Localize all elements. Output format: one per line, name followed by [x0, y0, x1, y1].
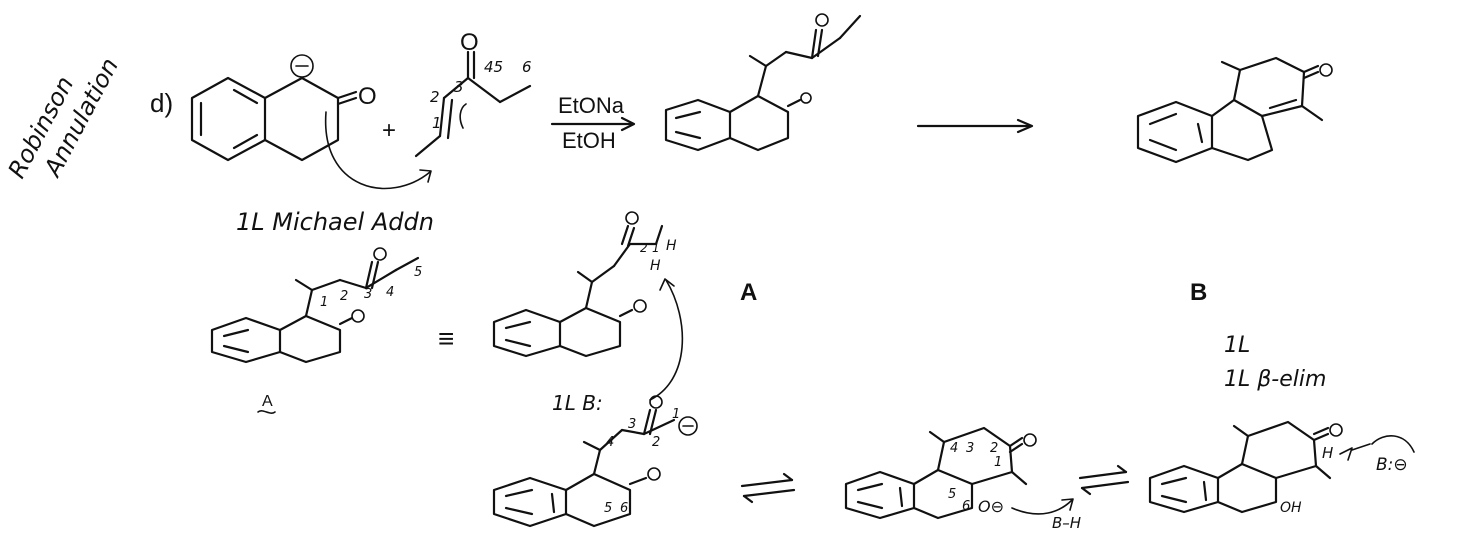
enolate-num-4: 4: [606, 435, 614, 450]
side-label: Robinson Annulation: [3, 53, 124, 182]
elim-note-1: 1L: [1224, 333, 1250, 358]
enone-num-2: 2: [430, 88, 440, 106]
equilibrium-arrow-2: [1078, 464, 1130, 496]
elimination-arrow: [1371, 435, 1415, 453]
intermediate-a-label: A: [262, 393, 273, 410]
product-b-label: B: [1190, 279, 1207, 306]
alkoxide-num-3: 3: [966, 441, 974, 456]
enolate-num-1: 1: [672, 407, 680, 422]
base-note: 1L B:: [552, 391, 603, 415]
a-num-4: 4: [386, 285, 394, 300]
product-a-label: A: [740, 279, 757, 306]
alkoxide-num-2: 2: [990, 441, 998, 456]
a-num-2: 2: [340, 289, 348, 304]
label-a-underline: [257, 410, 276, 414]
product-b-structure: [1136, 56, 1333, 164]
tetralone-structure: [190, 54, 358, 162]
equivalence-sign: ≡: [438, 323, 454, 354]
alpha-num-1: 1: [652, 241, 660, 255]
plus-sign: +: [382, 117, 396, 144]
alkoxide-num-5: 5: [948, 487, 956, 502]
alkoxide-num-6: 6: [962, 499, 970, 514]
alpha-h-1: H: [666, 238, 677, 254]
enone-num-3: 3: [454, 78, 464, 96]
a-num-1: 1: [320, 295, 328, 310]
michael-addn-note: 1L Michael Addn: [236, 208, 434, 236]
elim-note-2: 1L β-elim: [1224, 367, 1326, 392]
protonation-arrow: [1011, 499, 1073, 515]
deprotonation-arrow: [649, 279, 684, 401]
michael-attack-arrow: [324, 111, 431, 190]
pi-shift-arrow: [459, 103, 467, 129]
enolate-num-6: 6: [620, 501, 628, 516]
base-anion: B:⊖: [1376, 455, 1408, 475]
equilibrium-arrow-1: [740, 472, 796, 504]
alpha-h-2: H: [650, 258, 661, 274]
enone-num-1: 1: [432, 114, 442, 132]
enone-num-45: 45: [484, 58, 503, 76]
alkoxide-structure: [844, 426, 1037, 520]
alkoxide-charge: O⊖: [978, 497, 1004, 516]
enolate-structure: [492, 395, 698, 528]
a-num-5: 5: [414, 265, 422, 280]
intermediate-a-structure: [210, 247, 420, 364]
alpha-num-2: 2: [640, 241, 648, 255]
aldol-h: H: [1322, 444, 1333, 462]
part-label: d): [150, 88, 173, 118]
a-num-3: 3: [364, 287, 372, 302]
aldol-structure: [1148, 420, 1343, 514]
acid-label: B–H: [1052, 514, 1081, 532]
reagent-top: EtONa: [558, 93, 625, 118]
aldol-oh: OH: [1280, 500, 1302, 516]
enolate-num-2: 2: [652, 435, 660, 450]
alkoxide-num-4: 4: [950, 441, 958, 456]
enone-ketone-o: O: [460, 29, 479, 56]
reagent-bottom: EtOH: [562, 128, 616, 153]
carbonyl-o: O: [358, 83, 377, 110]
enone-structure: [414, 50, 532, 158]
enolate-num-5: 5: [604, 501, 612, 516]
enone-num-6: 6: [522, 58, 532, 76]
enolate-num-3: 3: [628, 417, 636, 432]
alkoxide-num-1: 1: [994, 455, 1002, 470]
alpha-h-structure: [492, 211, 664, 358]
product-a-structure: [664, 13, 862, 152]
